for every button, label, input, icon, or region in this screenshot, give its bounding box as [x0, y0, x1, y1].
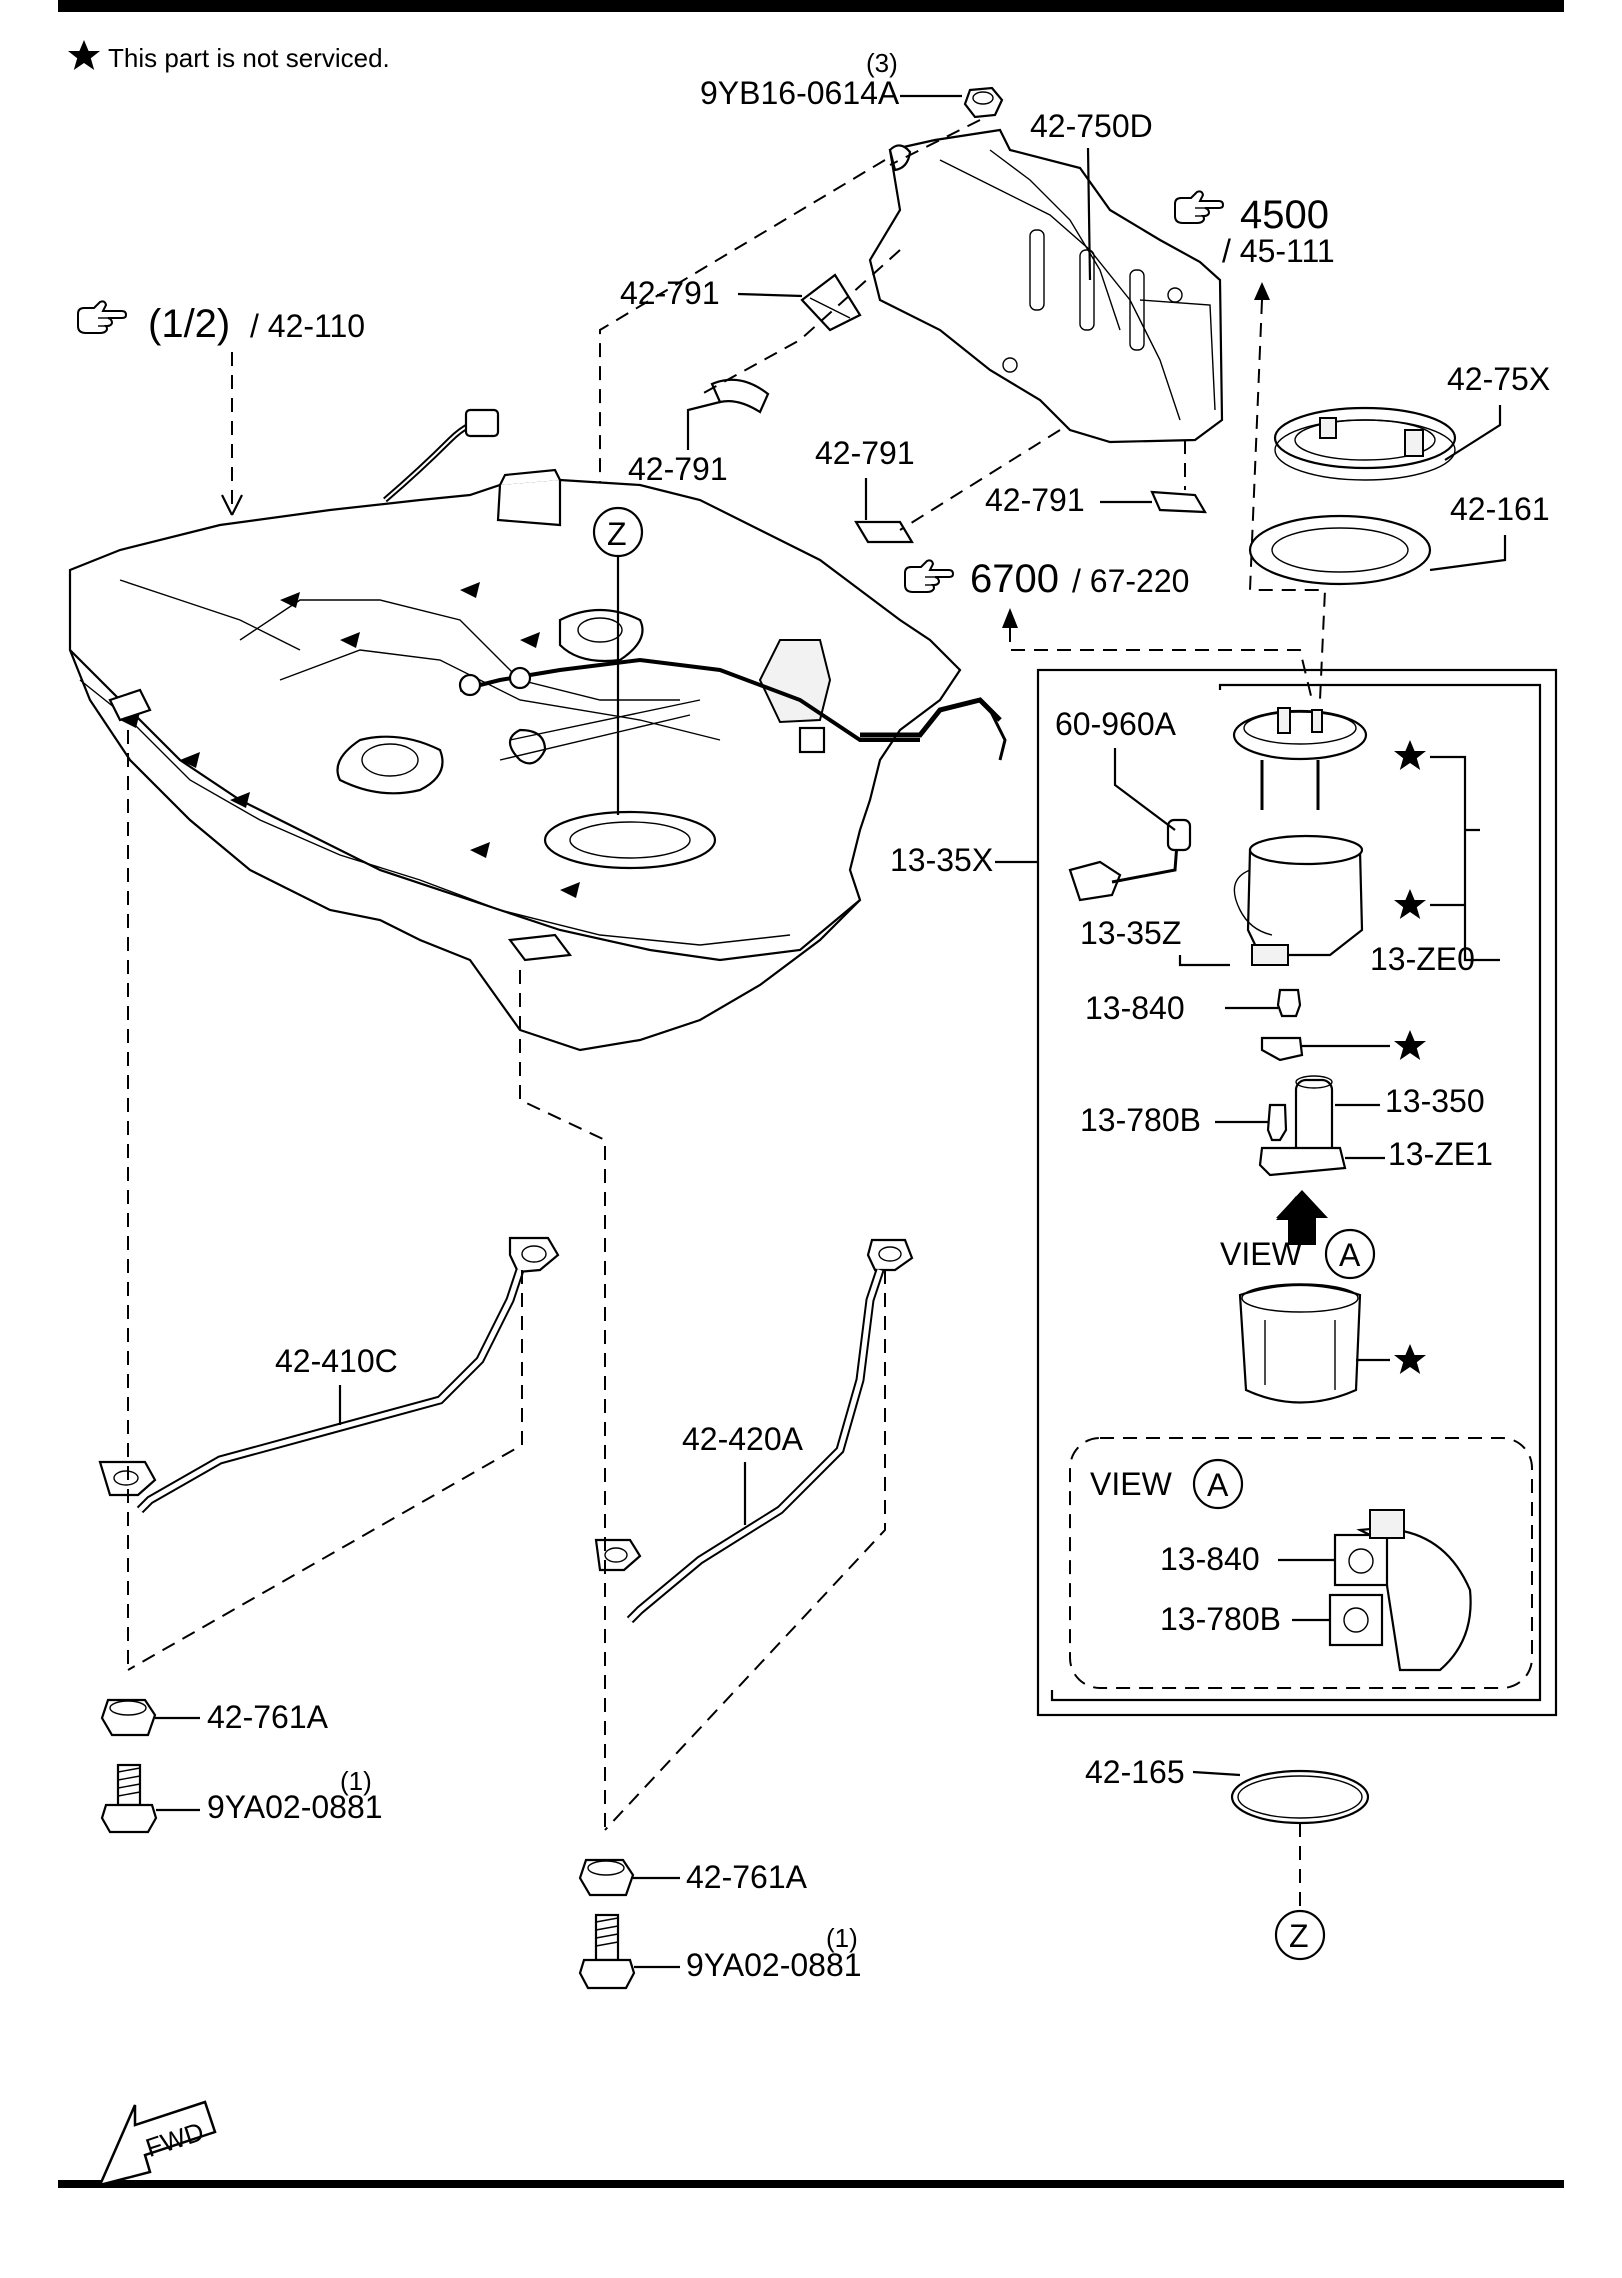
label-42-761A-a: 42-761A [207, 1699, 329, 1735]
label-13-ZE1: 13-ZE1 [1388, 1136, 1493, 1172]
label-9YB16-0614A: 9YB16-0614A [700, 75, 900, 111]
lock-ring-42-75X: 42-75X [1273, 361, 1550, 481]
pads-42-791: 42-791 42-791 42-791 42-791 [620, 249, 1207, 544]
label-13-350: 13-350 [1385, 1083, 1485, 1119]
ref-4500: 4500 / 45-111 [1174, 190, 1335, 701]
z-top-letter: Z [607, 516, 627, 552]
label-42-410C: 42-410C [275, 1343, 398, 1379]
pump-assembly: 13-ZE0 60-960A 13-35X 13-35Z 13-840 13-3… [890, 706, 1533, 1689]
z-bottom-letter: Z [1289, 1918, 1309, 1954]
label-42-791-c: 42-791 [815, 435, 915, 471]
star-icon [68, 40, 100, 70]
qty-9YB16: (3) [866, 48, 898, 78]
qty-9YA02-a: (1) [340, 1766, 372, 1796]
ref-1-2-sub: / 42-110 [250, 308, 365, 344]
not-serviced-note: This part is not serviced. [68, 40, 390, 73]
nut-9YB16-0614A: (3) 9YB16-0614A [599, 48, 1004, 585]
label-42-75X: 42-75X [1447, 361, 1550, 397]
label-13-ZE0: 13-ZE0 [1370, 941, 1475, 977]
star-icon [1394, 1344, 1426, 1374]
inset-view-box [1069, 1437, 1533, 1689]
ref-6700-sub: / 67-220 [1072, 563, 1189, 599]
label-13-780B: 13-780B [1080, 1102, 1201, 1138]
star-icon [1394, 740, 1426, 770]
label-13-35X: 13-35X [890, 842, 993, 878]
inset-view-letter: A [1207, 1467, 1229, 1503]
nut-bolt-left: 42-761A (1) 9YA02-0881 [100, 1698, 383, 1834]
ref-4500-sub: / 45-111 [1222, 233, 1335, 269]
inset-label-13-840: 13-840 [1160, 1541, 1260, 1577]
label-60-960A: 60-960A [1055, 706, 1177, 742]
star-icon [1394, 889, 1426, 919]
fuel-tank-body [68, 408, 1007, 1052]
label-13-35Z: 13-35Z [1080, 915, 1181, 951]
fwd-arrow-icon: FWD [97, 2100, 217, 2187]
label-42-750D: 42-750D [1030, 108, 1153, 144]
strap-42-410C: 42-410C [98, 730, 560, 1671]
pointing-hand-icon [77, 300, 127, 334]
inset-label-13-780B: 13-780B [1160, 1601, 1281, 1637]
pump-assembly-box [1036, 668, 1558, 1717]
label-42-161: 42-161 [1450, 491, 1550, 527]
heat-shield-42-750D: 42-750D [868, 108, 1224, 444]
pointing-hand-icon [1174, 190, 1224, 224]
seal-42-165: 42-165 [1085, 1754, 1370, 1910]
qty-9YA02-b: (1) [826, 1923, 858, 1953]
gasket-42-161: 42-161 [1248, 491, 1550, 586]
view-letter: A [1339, 1237, 1361, 1273]
pointing-hand-icon [904, 559, 954, 593]
label-9YA02-0881-a: 9YA02-0881 [207, 1789, 383, 1825]
label-42-165: 42-165 [1085, 1754, 1185, 1790]
ref-6700: 6700 / 67-220 [904, 557, 1313, 701]
label-42-761A-b: 42-761A [686, 1859, 808, 1895]
view-label: VIEW [1220, 1236, 1303, 1272]
ref-4500-main: 4500 [1240, 193, 1329, 237]
label-42-420A: 42-420A [682, 1421, 804, 1457]
ref-1-2-main: (1/2) [148, 302, 230, 346]
z-marker-bottom: Z [1274, 1909, 1326, 1961]
label-13-840: 13-840 [1085, 990, 1185, 1026]
top-border [58, 0, 1564, 12]
note-text: This part is not serviced. [108, 43, 390, 73]
label-42-791-b: 42-791 [628, 451, 728, 487]
star-icon [1394, 1030, 1426, 1060]
z-marker-top: Z [592, 506, 644, 815]
label-42-791-a: 42-791 [620, 275, 720, 311]
label-9YA02-0881-b: 9YA02-0881 [686, 1947, 862, 1983]
nut-bolt-middle: 42-761A (1) 9YA02-0881 [578, 1858, 862, 1990]
label-42-791-d: 42-791 [985, 482, 1085, 518]
ref-1-2: (1/2) / 42-110 [77, 300, 365, 516]
bottom-border [58, 2180, 1564, 2188]
ref-6700-main: 6700 [970, 557, 1059, 601]
strap-42-420A: 42-420A [519, 970, 914, 1831]
inset-view-label: VIEW [1090, 1466, 1173, 1502]
